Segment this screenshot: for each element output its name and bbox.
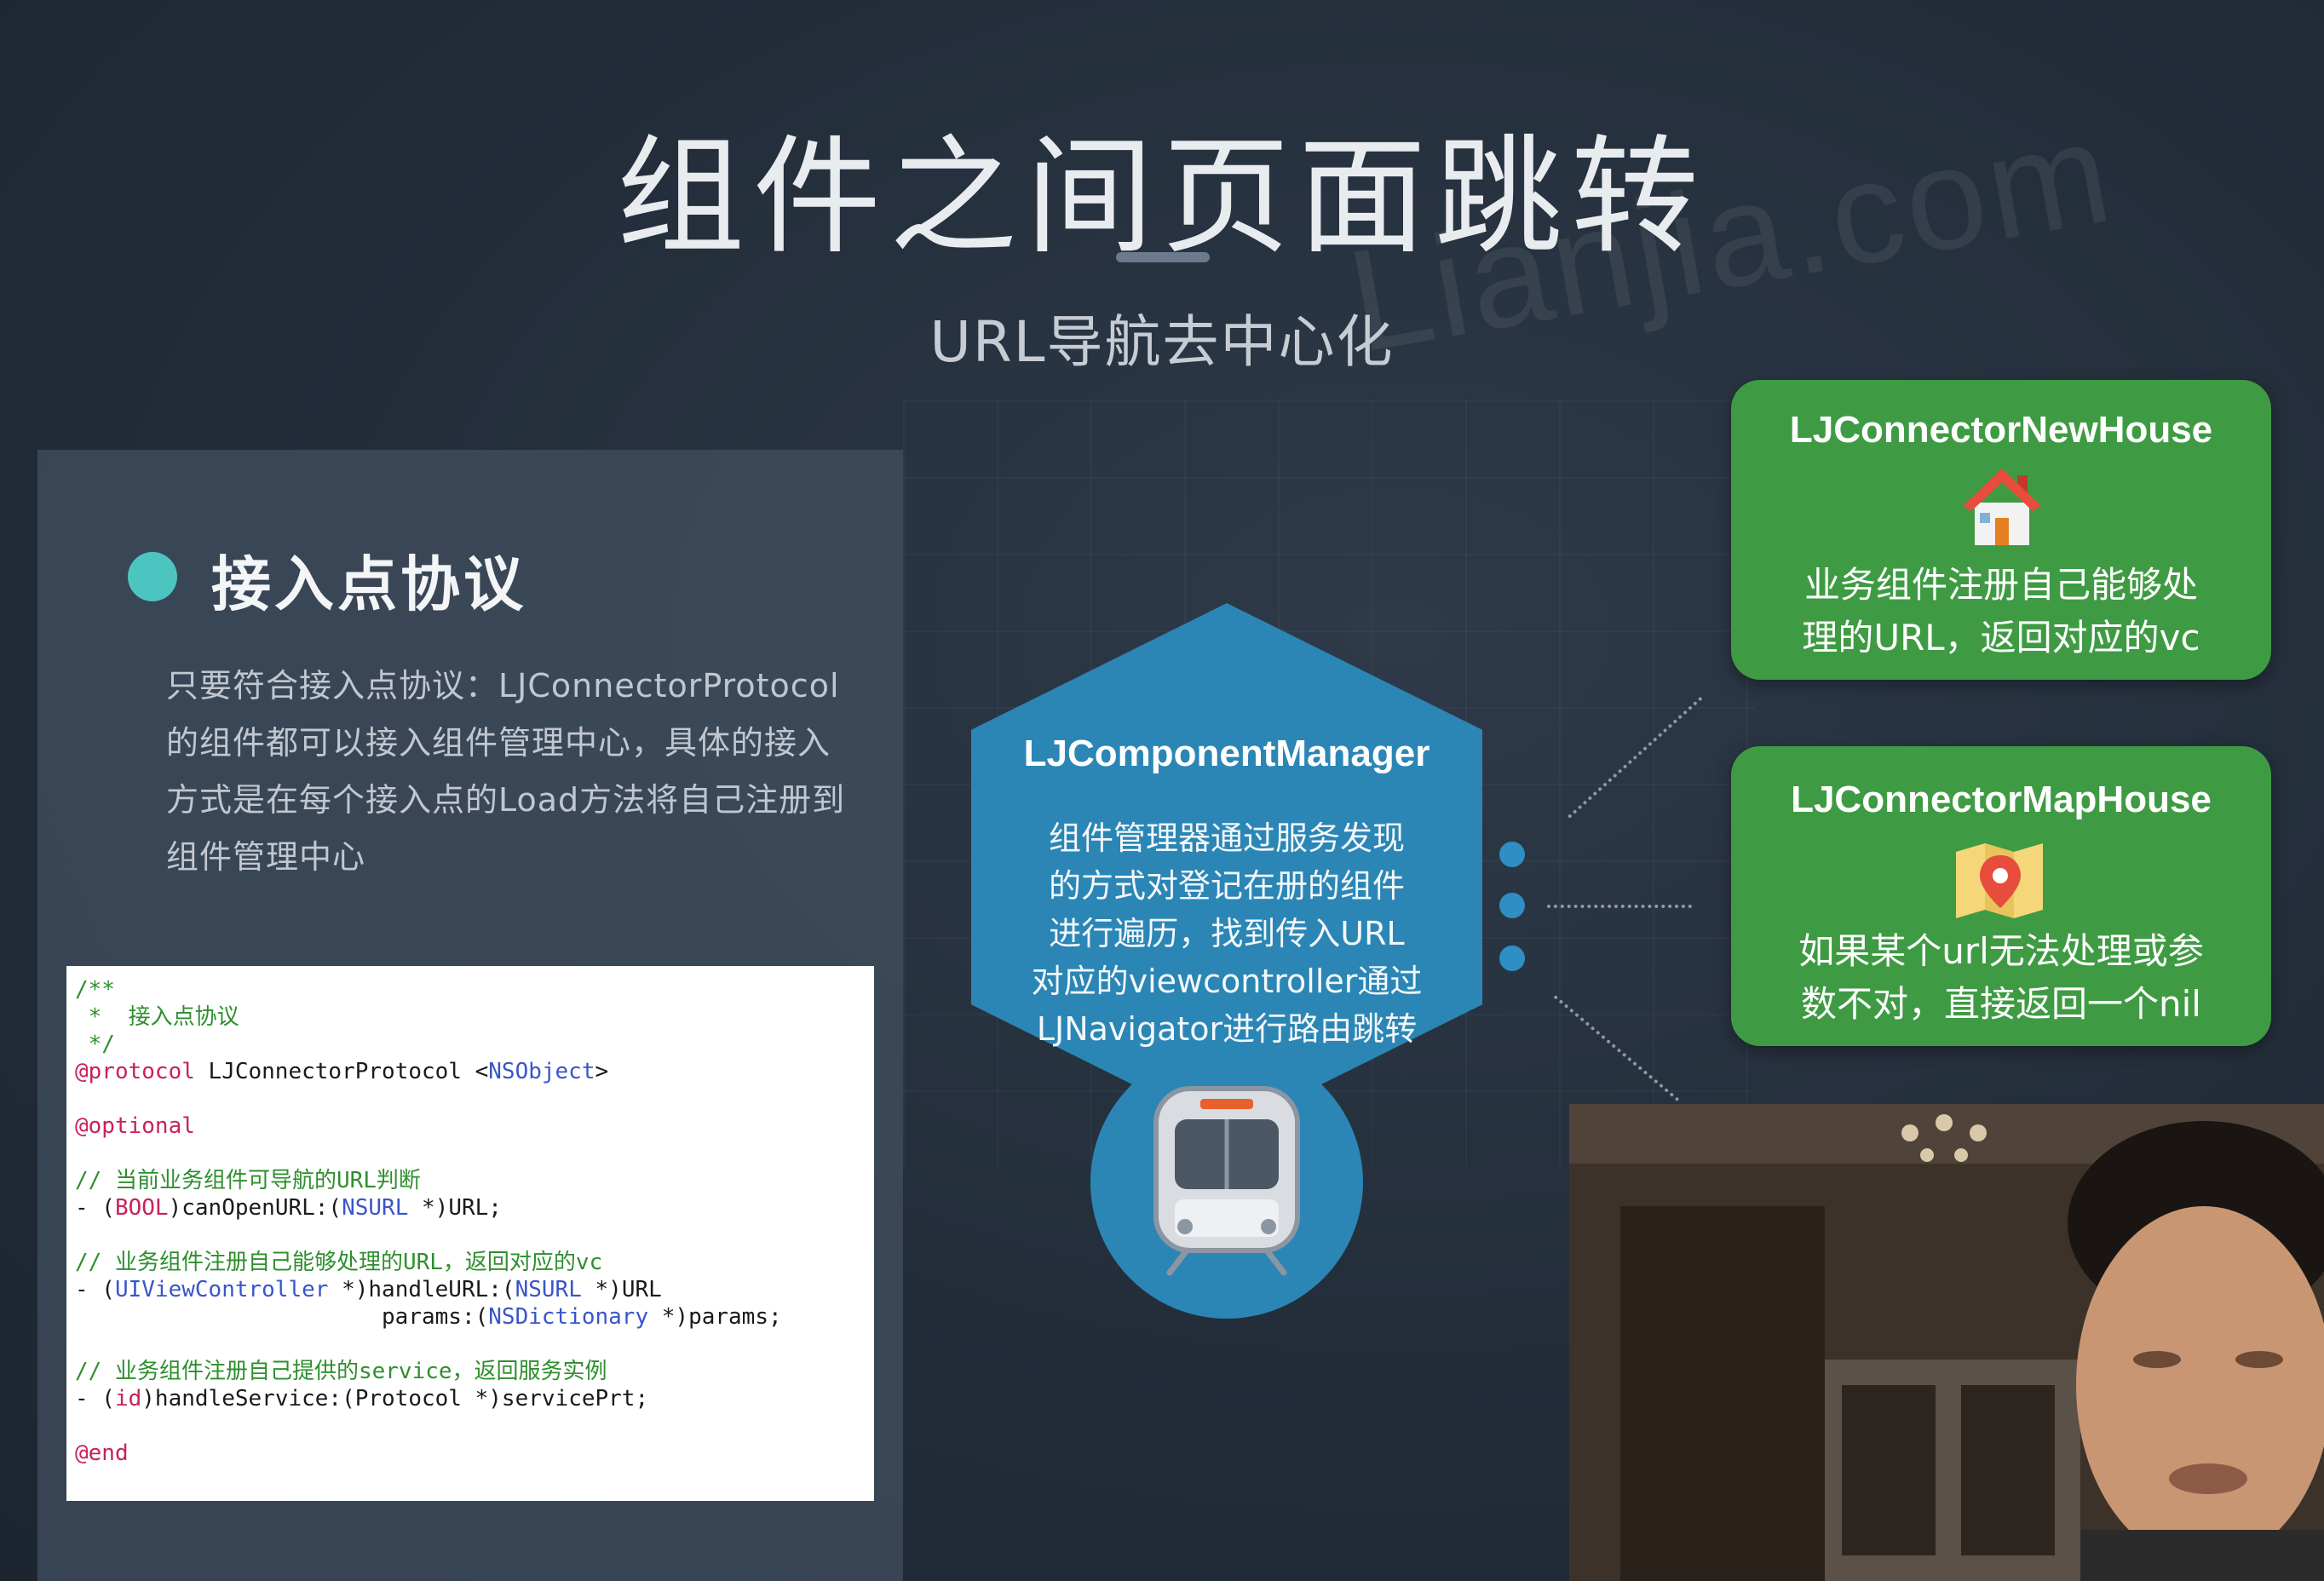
code-token: - ( [75,1277,115,1302]
code-token: > [595,1059,609,1084]
code-token: )canOpenURL:( [168,1195,342,1221]
code-line: @protocol LJConnectorProtocol <NSObject> [75,1058,866,1085]
house-icon [1963,469,2041,545]
code-token: UIViewController [114,1277,329,1302]
desc-line: 组件管理中心 [166,838,366,876]
code-line: - (UIViewController *)handleURL:(NSURL *… [75,1276,866,1303]
code-token: @protocol [75,1059,195,1084]
card-description: 如果某个url无法处理或参 数不对，直接返回一个nil [1731,925,2271,1031]
desc-line: 只要符合接入点协议：LJConnectorProtocol [166,667,840,704]
code-token: */ [75,1032,115,1057]
connector-line [1547,905,1692,908]
manager-description: 组件管理器通过服务发现 的方式对登记在册的组件 进行遍历，找到传入URL 对应的… [1014,814,1440,1053]
code-line [75,1222,866,1249]
map-pin-icon [1956,843,2043,918]
code-line [75,1331,866,1358]
code-token: id [114,1386,142,1411]
slide-title: 组件之间页面跳转 [616,124,1707,272]
code-line: // 业务组件注册自己提供的service，返回服务实例 [75,1358,866,1385]
code-line: @optional [75,1112,866,1140]
card-title: LJConnectorNewHouse [1789,409,2213,451]
code-line: params:(NSDictionary *)params; [75,1303,866,1331]
card-description: 业务组件注册自己能够处 理的URL，返回对应的vc [1731,559,2271,664]
card-line: 数不对，直接返回一个nil [1801,983,2201,1025]
card-line: 理的URL，返回对应的vc [1802,617,2200,658]
code-line [75,1412,866,1440]
section-description: 只要符合接入点协议：LJConnectorProtocol 的组件都可以接入组件… [166,658,865,886]
code-token: LJConnectorProtocol < [194,1059,489,1084]
slide-subtitle: URL导航去中心化 [929,309,1395,375]
card-new-house: LJConnectorNewHouse 业务组件注册自己能够处 理的URL，返回… [1731,380,2271,680]
code-token: @end [75,1440,129,1466]
code-snippet: /** * 接入点协议 */@protocol LJConnectorProto… [66,966,874,1501]
card-title: LJConnectorMapHouse [1791,779,2212,820]
code-token: )handleService:(Protocol *)servicePrt; [141,1386,649,1411]
manager-line: LJNavigator进行路由跳转 [1036,1010,1418,1048]
code-token: @optional [75,1113,195,1139]
connector-dot [1499,842,1525,867]
code-line: - (id)handleService:(Protocol *)serviceP… [75,1385,866,1412]
connector-dot [1499,946,1525,971]
code-token: *)URL; [408,1195,502,1221]
card-line: 业务组件注册自己能够处 [1803,564,2198,606]
code-token: *)handleURL:( [328,1277,515,1302]
code-line: @end [75,1440,866,1467]
code-token: NSObject [488,1059,595,1084]
code-token: BOOL [114,1195,169,1221]
code-token: NSDictionary [488,1304,649,1330]
manager-title: LJComponentManager [1023,733,1430,774]
code-token: * 接入点协议 [75,1004,239,1030]
manager-hexagon [971,603,1482,1131]
desc-line: 方式是在每个接入点的Load方法将自己注册到 [166,781,846,819]
code-token: // 当前业务组件可导航的URL判断 [75,1168,421,1193]
code-token: /** [75,977,115,1003]
manager-line: 组件管理器通过服务发现 [1048,819,1405,857]
section-heading: 接入点协议 [211,549,526,619]
train-icon [1153,1086,1300,1276]
presenter-video [1569,1104,2324,1581]
manager-line: 进行遍历，找到传入URL [1049,915,1405,952]
code-line [75,1085,866,1112]
code-line: * 接入点协议 [75,1003,866,1031]
connector-dot [1499,893,1525,918]
code-token: - ( [75,1195,115,1221]
component-manager: LJComponentManager 组件管理器通过服务发现 的方式对登记在册的… [971,603,1482,1319]
webcam-video-inset [1569,1104,2324,1581]
code-line: /** [75,976,866,1003]
code-token: NSURL [342,1195,409,1221]
code-token: NSURL [515,1277,582,1302]
code-token: // 业务组件注册自己提供的service，返回服务实例 [75,1359,607,1384]
card-line: 如果某个url无法处理或参 [1798,930,2204,972]
code-line: */ [75,1031,866,1058]
code-token: *)params; [648,1304,782,1330]
bullet-dot [128,552,177,601]
code-token: *)URL [581,1277,662,1302]
title-underline [1116,252,1210,262]
code-token: - ( [75,1386,115,1411]
desc-line: 的组件都可以接入组件管理中心，具体的接入 [166,724,831,762]
code-line: - (BOOL)canOpenURL:(NSURL *)URL; [75,1194,866,1222]
manager-line: 对应的viewcontroller通过 [1031,963,1423,1000]
code-line [75,1140,866,1167]
manager-line: 的方式对登记在册的组件 [1048,867,1405,905]
code-token: params:( [75,1304,489,1330]
card-map-house: LJConnectorMapHouse 如果某个url无法处理或参 数不对，直接… [1731,746,2271,1046]
code-line: // 当前业务组件可导航的URL判断 [75,1167,866,1194]
code-line: // 业务组件注册自己能够处理的URL，返回对应的vc [75,1249,866,1276]
code-token: // 业务组件注册自己能够处理的URL，返回对应的vc [75,1250,603,1275]
